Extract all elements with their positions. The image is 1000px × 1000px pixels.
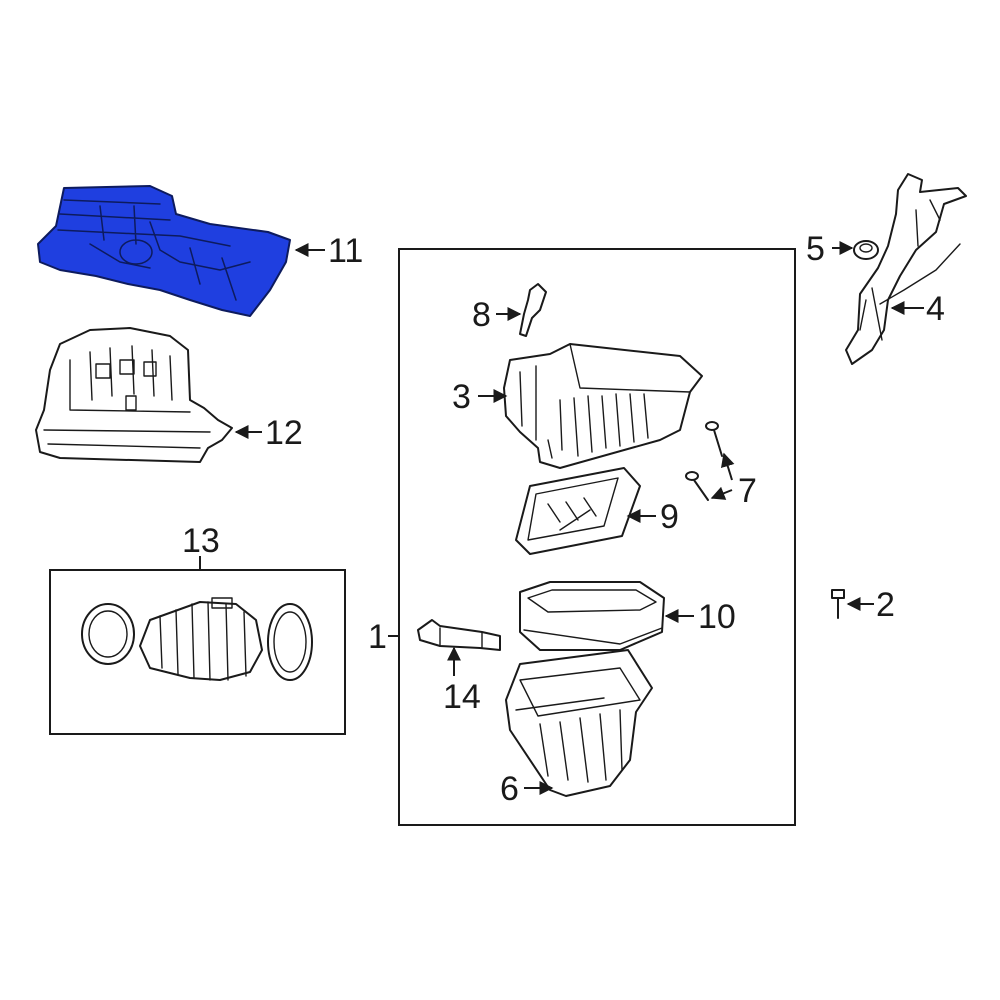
part-8-shape bbox=[519, 283, 547, 337]
callout-14-label: 14 bbox=[443, 678, 481, 716]
callout-2-label: 2 bbox=[876, 586, 895, 624]
callout-6-label: 6 bbox=[500, 770, 519, 808]
assembly-1-box: 1 bbox=[368, 248, 796, 826]
callout-8: 8 bbox=[472, 296, 522, 334]
callout-10: 10 bbox=[664, 598, 736, 636]
callout-4: 4 bbox=[890, 290, 945, 328]
callout-3-label: 3 bbox=[452, 378, 471, 416]
callout-1-label: 1 bbox=[368, 618, 387, 656]
part-2-bolt[interactable] bbox=[831, 589, 845, 619]
part-10-seal[interactable] bbox=[519, 581, 665, 651]
part-12-housing[interactable] bbox=[35, 327, 233, 463]
callout-5: 5 bbox=[806, 230, 854, 268]
callout-10-label: 10 bbox=[698, 598, 736, 636]
assembly-1-frame bbox=[398, 248, 796, 826]
part-13-seal-left[interactable] bbox=[81, 603, 135, 665]
part-11-ribs bbox=[57, 199, 251, 301]
callout-4-label: 4 bbox=[926, 290, 945, 328]
callout-7-label: 7 bbox=[738, 472, 757, 510]
part-7-screw-upper[interactable] bbox=[705, 421, 723, 457]
part-4-shape bbox=[845, 173, 967, 365]
part-11-air-duct[interactable] bbox=[37, 185, 291, 317]
callout-3: 3 bbox=[452, 378, 508, 416]
callout-5-label: 5 bbox=[806, 230, 825, 268]
part-14-shape bbox=[417, 619, 501, 651]
part-13-hose-shape bbox=[139, 601, 263, 681]
part-12-details bbox=[43, 345, 211, 449]
part-5-grommet[interactable] bbox=[853, 240, 879, 260]
part-12-shape bbox=[35, 327, 233, 463]
part-9-filter[interactable] bbox=[515, 467, 641, 555]
callout-11: 11 bbox=[294, 232, 363, 270]
callout-9-label: 9 bbox=[660, 498, 679, 536]
part-9-shape bbox=[515, 467, 641, 555]
callout-13-label: 13 bbox=[182, 522, 220, 560]
part-6-housing[interactable] bbox=[505, 649, 653, 797]
callout-14: 14 bbox=[443, 646, 481, 716]
callout-2: 2 bbox=[846, 586, 895, 624]
part-3-cover[interactable] bbox=[503, 343, 703, 469]
callout-7: 7 bbox=[710, 452, 757, 510]
part-8-hose[interactable] bbox=[519, 283, 547, 337]
callout-6: 6 bbox=[500, 770, 554, 808]
part-13-seal-right[interactable] bbox=[267, 603, 313, 681]
callout-11-label: 11 bbox=[328, 232, 363, 270]
callout-8-label: 8 bbox=[472, 296, 491, 334]
part-10-shape bbox=[519, 581, 665, 651]
part-6-shape bbox=[505, 649, 653, 797]
callout-12: 12 bbox=[234, 414, 303, 452]
part-13-kit-box: 13 bbox=[49, 522, 346, 735]
part-7-screw-lower[interactable] bbox=[685, 471, 709, 501]
part-13-hose[interactable] bbox=[139, 597, 263, 681]
part-14-hose[interactable] bbox=[417, 619, 501, 651]
part-11-shape bbox=[37, 185, 291, 317]
part-4-bracket[interactable] bbox=[845, 173, 967, 365]
part-13-frame bbox=[49, 569, 346, 735]
callout-12-label: 12 bbox=[265, 414, 303, 452]
callout-9: 9 bbox=[626, 498, 679, 536]
